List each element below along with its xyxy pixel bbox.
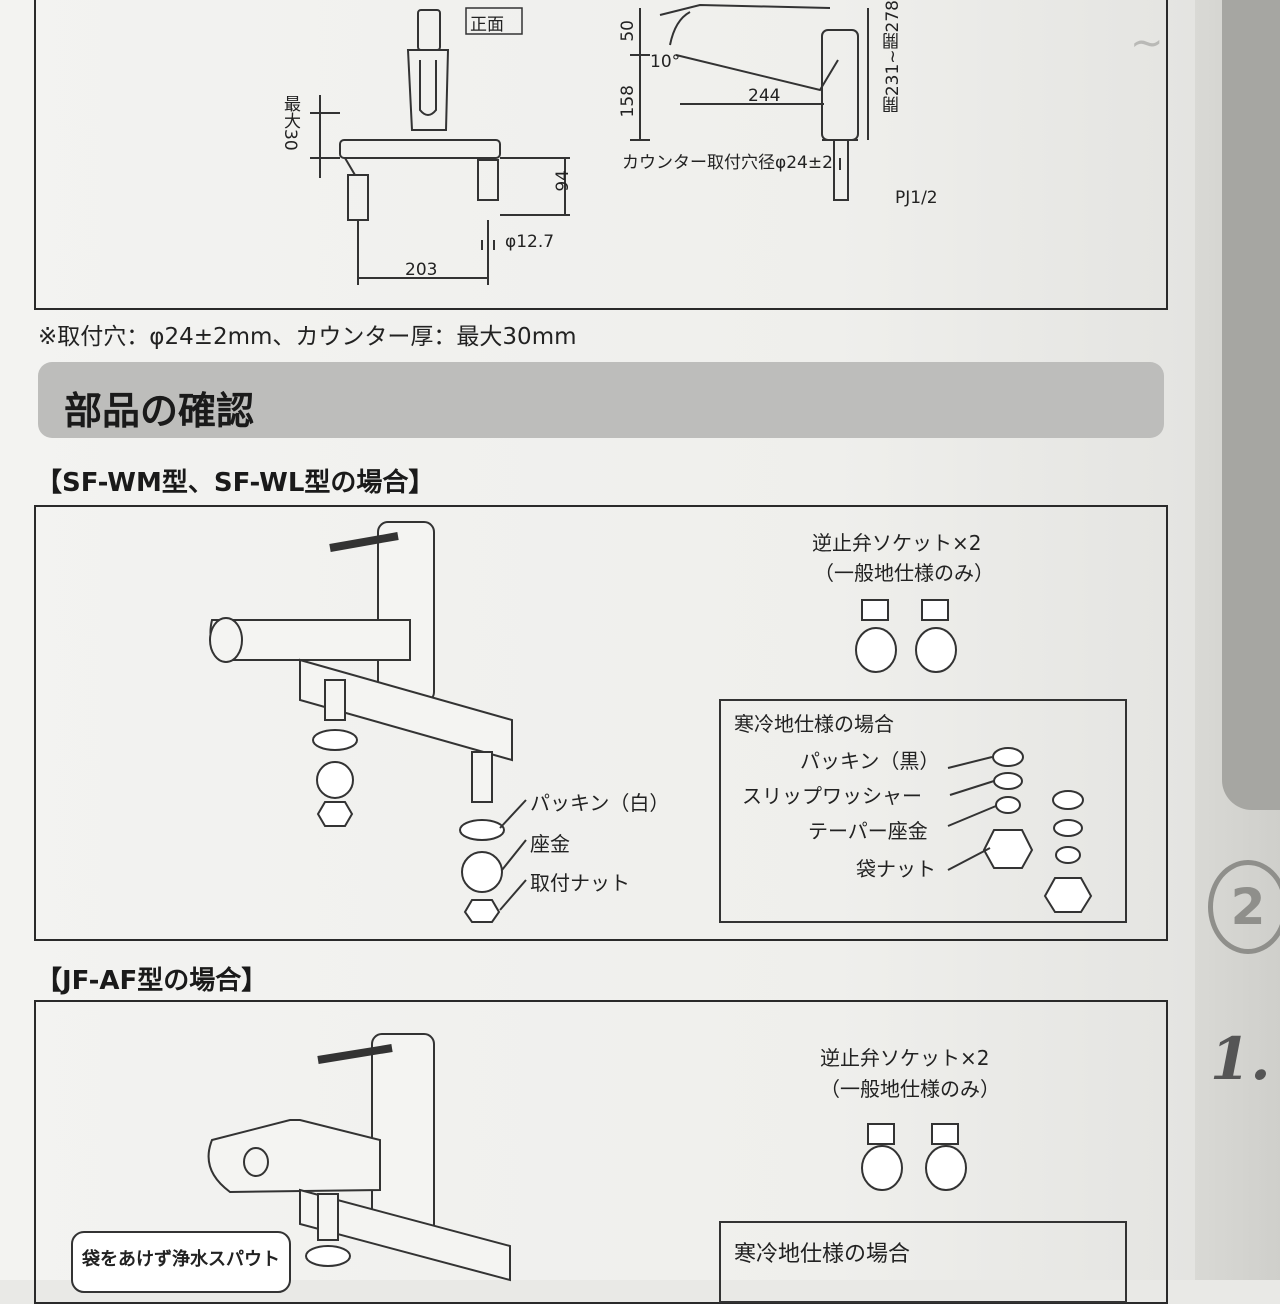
step-number-circle: 2	[1208, 860, 1280, 954]
sf-cold-region-frame	[719, 699, 1127, 923]
sf-parts-box	[34, 505, 1168, 941]
jf-callout-text: 袋をあけず浄水スパウト	[82, 1249, 280, 1270]
pipe-thread-label: PJ1/2	[895, 188, 938, 208]
sf-cold-region-parts	[947, 747, 1093, 913]
step-number-large: 1.	[1210, 1025, 1271, 1093]
sf-taper-washer-label: テーパー座金	[808, 819, 928, 843]
jf-check-valve-sockets	[861, 1123, 967, 1191]
jf-socket-label: 逆止弁ソケット×2	[820, 1046, 990, 1070]
sf-fittings-left	[312, 729, 505, 923]
jf-fittings	[305, 1245, 351, 1267]
sf-check-valve-sockets	[855, 599, 957, 673]
manual-page	[0, 0, 1195, 1280]
jf-faucet-drawing	[207, 1033, 511, 1282]
sf-packing-black-label: パッキン（黒）	[800, 749, 940, 773]
sf-socket-label: 逆止弁ソケット×2	[812, 531, 982, 555]
sf-faucet-drawing	[209, 521, 513, 803]
sf-packing-white-label: パッキン（白）	[530, 791, 670, 815]
reach-244-dimension: 244	[748, 86, 781, 106]
angle-10-dimension: 10°	[650, 52, 681, 72]
bleed-through-mark: ~	[1130, 20, 1164, 66]
front-label-frame	[465, 7, 523, 35]
width-203-dimension: 203	[405, 260, 438, 280]
pipe-diameter-dimension: φ12.7	[505, 232, 555, 252]
mounting-note: ※取付穴：φ24±2mm、カウンター厚：最大30mm	[38, 324, 577, 350]
sf-model-heading: 【SF-WM型、SF-WL型の場合】	[36, 468, 435, 498]
section-header-band	[38, 362, 1164, 438]
side-tab-bar	[1222, 0, 1280, 810]
jf-socket-note: （一般地仕様のみ）	[820, 1077, 1000, 1101]
jf-cold-region-title: 寒冷地仕様の場合	[734, 1242, 911, 1267]
sf-cold-region-title: 寒冷地仕様の場合	[734, 712, 894, 736]
sf-callout-lines	[499, 799, 527, 911]
front-view-label: 正面	[470, 15, 504, 35]
sf-socket-note: （一般地仕様のみ）	[814, 561, 994, 585]
sf-bag-nut-label: 袋ナット	[856, 857, 936, 881]
front-view-faucet-drawing	[310, 9, 570, 285]
sf-mount-nut-label: 取付ナット	[530, 871, 630, 895]
dimension-diagram-box	[34, 0, 1168, 310]
counter-hole-dimension: カウンター取付穴径φ24±2	[622, 153, 833, 173]
side-view-faucet-drawing	[630, 3, 869, 201]
jf-model-heading: 【JF-AF型の場合】	[36, 966, 268, 996]
section-title: 部品の確認	[64, 389, 255, 433]
sf-washer-label: 座金	[530, 832, 570, 856]
max-thickness-dimension: 最大30	[280, 95, 300, 151]
sf-slip-washer-label: スリップワッシャー	[742, 784, 922, 808]
